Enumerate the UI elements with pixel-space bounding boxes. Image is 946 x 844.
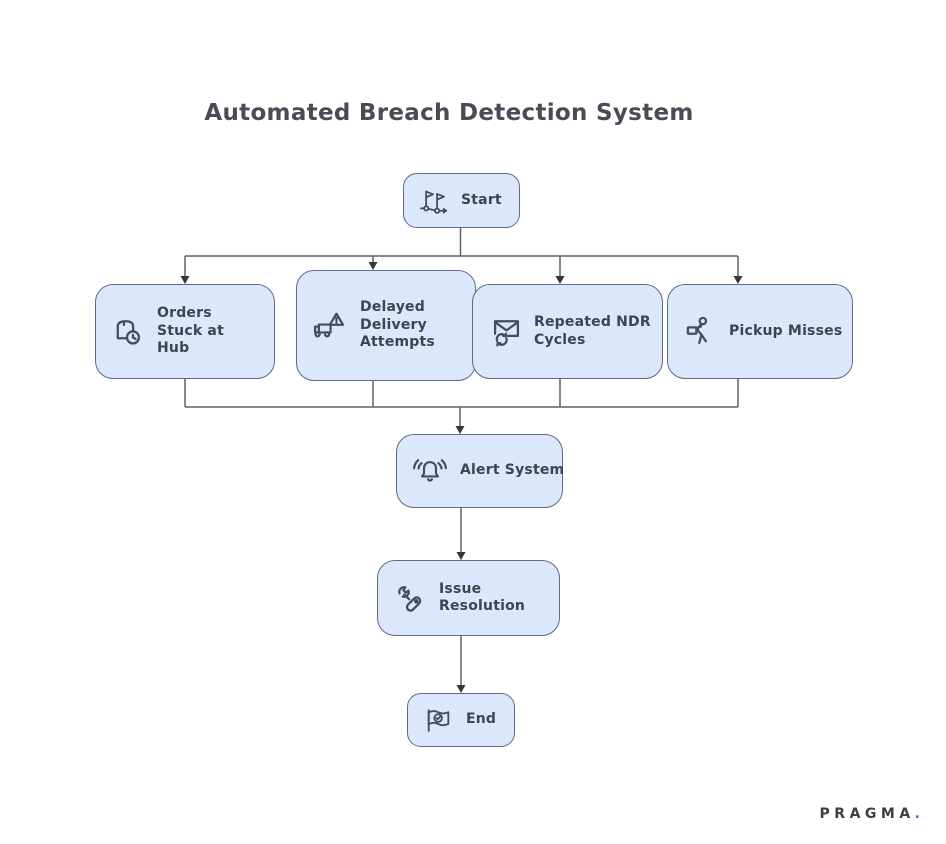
- node-orders-stuck-at-hub: Orders Stuck at Hub: [95, 284, 275, 379]
- node-label: Pickup Misses: [729, 322, 843, 339]
- node-label: Delayed Delivery Attempts: [360, 299, 435, 351]
- node-issue-resolution: Issue Resolution: [377, 560, 560, 636]
- truck-warning-icon: [311, 308, 349, 344]
- node-label: Alert System: [460, 462, 565, 479]
- node-alert-system: Alert System: [396, 434, 565, 508]
- package-clock-icon: [110, 314, 146, 350]
- node-label: Repeated NDR Cycles: [534, 314, 651, 348]
- brand-dot: .: [914, 806, 920, 822]
- node-label: Orders Stuck at Hub: [157, 305, 224, 357]
- node-pickup-misses: Pickup Misses: [667, 284, 853, 379]
- alert-bell-icon: [411, 454, 449, 489]
- node-delayed-delivery-attempts: Delayed Delivery Attempts: [296, 270, 476, 381]
- node-start: Start: [403, 173, 520, 228]
- flag-check-icon: [423, 707, 455, 734]
- brand-logo: PRAGMA.: [820, 806, 920, 822]
- node-end: End: [407, 693, 515, 747]
- node-label: End: [466, 711, 497, 728]
- mail-refresh-icon: [487, 314, 523, 350]
- brand-name: PRAGMA: [819, 806, 915, 822]
- node-repeated-ndr-cycles: Repeated NDR Cycles: [472, 284, 663, 379]
- node-label: Start: [461, 191, 502, 208]
- start-flags-icon: [419, 186, 450, 215]
- tools-icon: [392, 580, 428, 616]
- node-label: Issue Resolution: [439, 580, 526, 615]
- page-title: Automated Breach Detection System: [204, 100, 694, 126]
- person-carrying-box-icon: [682, 314, 718, 350]
